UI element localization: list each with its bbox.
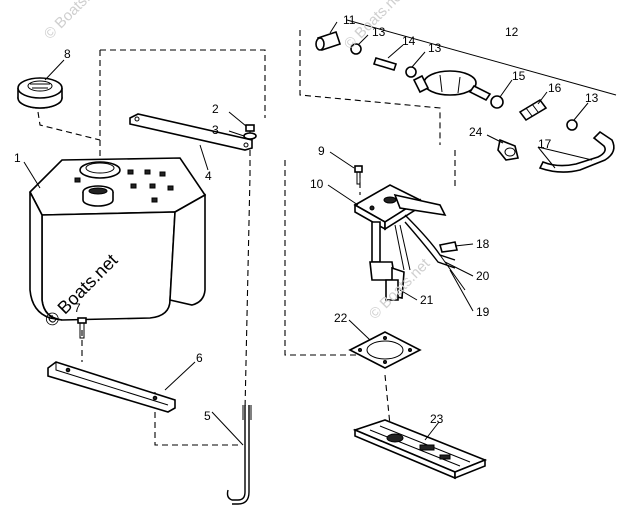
callout-13-c: 13 (585, 91, 599, 105)
clip-part-24 (497, 138, 519, 161)
callout-19: 19 (476, 305, 490, 319)
leader-lines (23, 19, 617, 446)
bolt-part-2 (245, 124, 255, 132)
connector-part-11 (315, 30, 342, 52)
callout-2: 2 (212, 102, 219, 116)
callout-24: 24 (469, 125, 483, 139)
clamp-part-13 (350, 43, 578, 131)
callout-labels: 1 2 3 4 5 6 7 8 9 10 11 12 13 13 13 14 1… (14, 13, 599, 426)
callout-20: 20 (476, 269, 490, 283)
primer-bulb (412, 70, 492, 102)
callout-21: 21 (420, 293, 434, 307)
wires-part-19-20 (404, 214, 466, 291)
gasket-part-22 (348, 331, 422, 369)
callout-16: 16 (548, 81, 562, 95)
cap-part-15 (490, 95, 504, 109)
bracket-part-6 (47, 361, 176, 413)
callout-23: 23 (430, 412, 444, 426)
fuel-tank-part-1 (29, 157, 207, 321)
callout-8: 8 (64, 47, 71, 61)
fuel-line-kit-part-12 (315, 30, 615, 173)
screw-part-7 (77, 317, 87, 339)
washer-part-3 (243, 132, 257, 140)
callout-22: 22 (334, 311, 348, 325)
screw-part-9 (354, 165, 363, 185)
callout-13-a: 13 (372, 25, 386, 39)
fuel-cap-part-8 (17, 77, 63, 109)
callout-17: 17 (538, 137, 552, 151)
callout-14: 14 (402, 34, 416, 48)
callout-11: 11 (343, 13, 356, 27)
callout-5: 5 (204, 409, 211, 423)
sender-head-part-10 (353, 184, 447, 231)
plate-part-23 (352, 419, 488, 480)
fitting-part-14 (372, 57, 398, 71)
callout-1: 1 (14, 151, 21, 165)
callout-3: 3 (212, 123, 219, 137)
callout-6: 6 (196, 351, 203, 365)
callout-10: 10 (310, 177, 324, 191)
callout-7: 7 (74, 301, 81, 315)
callout-4: 4 (205, 169, 212, 183)
hose-part-17 (538, 130, 615, 173)
callout-18: 18 (476, 237, 490, 251)
watermark-faint-top: © Boats.net (41, 0, 109, 43)
callout-15: 15 (512, 69, 526, 83)
callout-9: 9 (318, 144, 325, 158)
fitting-part-16 (518, 98, 548, 122)
callout-13-b: 13 (428, 41, 442, 55)
terminal-part-18 (438, 241, 458, 253)
hold-down-strap-part-4 (129, 113, 253, 151)
callout-12: 12 (505, 25, 519, 39)
hold-down-rod-part-5 (226, 405, 252, 505)
